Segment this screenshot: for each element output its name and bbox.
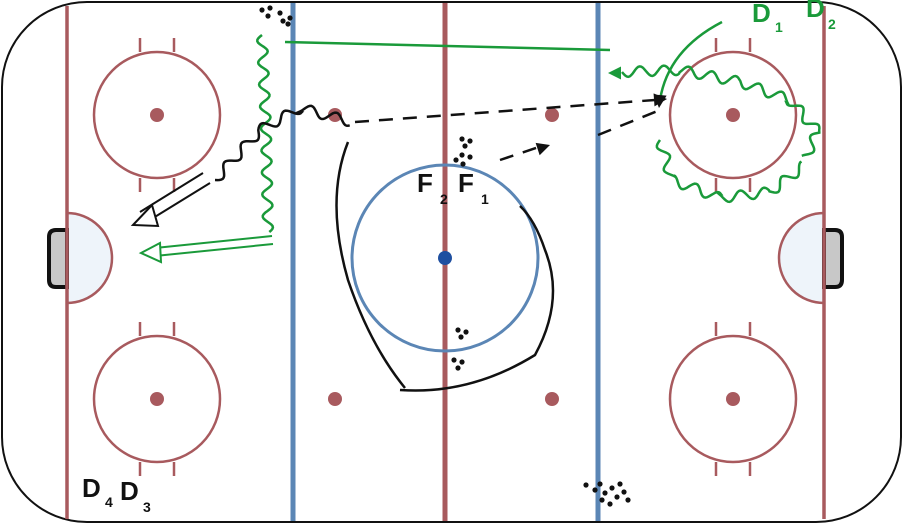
player-label-d2: D [806, 0, 825, 23]
black-skating-curve [399, 205, 555, 392]
player-label-f2-sub: 2 [440, 191, 448, 207]
puck-icon [592, 487, 598, 493]
player-label-d4: D [82, 473, 101, 503]
puck-icon [287, 15, 293, 21]
puck-icon [602, 490, 608, 496]
puck-icon [460, 161, 466, 167]
faceoff-circle [92, 50, 222, 180]
faceoff-dot [150, 392, 164, 406]
pass-dashed-line [499, 143, 546, 162]
pass-dashed-line [597, 108, 661, 137]
left-goal-crease [65, 211, 114, 305]
green-skating-curve [658, 20, 723, 101]
faceoff-circle [668, 334, 798, 464]
puck-icon [455, 327, 461, 333]
arrow-head-icon [130, 203, 160, 228]
player-label-f2: F [417, 168, 433, 198]
puck-icon [453, 157, 459, 163]
pass-dashed-line [354, 98, 656, 124]
puck-icon [467, 138, 473, 144]
player-label-d4-sub: 4 [105, 494, 113, 510]
faceoff-circle [668, 50, 798, 180]
puck-icon [621, 489, 627, 495]
puck-icon [459, 152, 465, 158]
black-skating-curve [335, 141, 406, 389]
puck-icon [459, 359, 465, 365]
arrow-head-icon [535, 142, 550, 156]
puck-icon [463, 329, 469, 335]
faceoff-dot [150, 108, 164, 122]
right-goal-net-icon [822, 228, 844, 289]
right-goal-crease [777, 211, 826, 305]
neutral-zone-dot [545, 392, 559, 406]
neutral-zone-dot [328, 392, 342, 406]
player-label-d3: D [120, 476, 139, 506]
puck-icon [267, 5, 273, 11]
puck-icon [285, 21, 291, 27]
player-label-d2-sub: 2 [828, 16, 836, 32]
arrow-head-icon [608, 66, 621, 80]
puck-icon [280, 18, 286, 24]
puck-icon [609, 485, 615, 491]
neutral-zone-dot [545, 108, 559, 122]
puck-icon [617, 481, 623, 487]
green-skating-path [621, 64, 821, 157]
center-faceoff-circle [350, 163, 540, 353]
puck-icon [599, 497, 605, 503]
green-skating-path [655, 139, 803, 204]
green-shot-path [154, 235, 274, 257]
puck-icon [458, 334, 464, 340]
player-label-d1-sub: 1 [775, 19, 783, 35]
puck-icon [459, 136, 465, 142]
puck-icon [467, 154, 473, 160]
player-label-f1: F [458, 168, 474, 198]
puck-icon [265, 13, 271, 19]
puck-icon [625, 497, 631, 503]
player-label-f1-sub: 1 [481, 191, 489, 207]
puck-icon [259, 7, 265, 13]
left-goal-net-icon [47, 228, 69, 289]
green-pass-line [284, 40, 611, 52]
player-label-d3-sub: 3 [143, 499, 151, 515]
center-faceoff-dot [438, 251, 452, 265]
green-skating-path [256, 34, 275, 233]
puck-icon [455, 365, 461, 371]
black-skating-path [214, 104, 351, 182]
arrow-head-icon [138, 241, 163, 264]
puck-icon [597, 481, 603, 487]
puck-icon [614, 494, 620, 500]
puck-icon [462, 143, 468, 149]
player-label-d1: D [752, 0, 771, 28]
puck-icon [277, 10, 283, 16]
puck-icon [583, 482, 589, 488]
neutral-zone-dot [328, 108, 342, 122]
arrow-head-icon [653, 94, 667, 108]
puck-icon [607, 501, 613, 507]
faceoff-circle [92, 334, 222, 464]
puck-icon [451, 357, 457, 363]
faceoff-dot [726, 392, 740, 406]
faceoff-dot [726, 108, 740, 122]
